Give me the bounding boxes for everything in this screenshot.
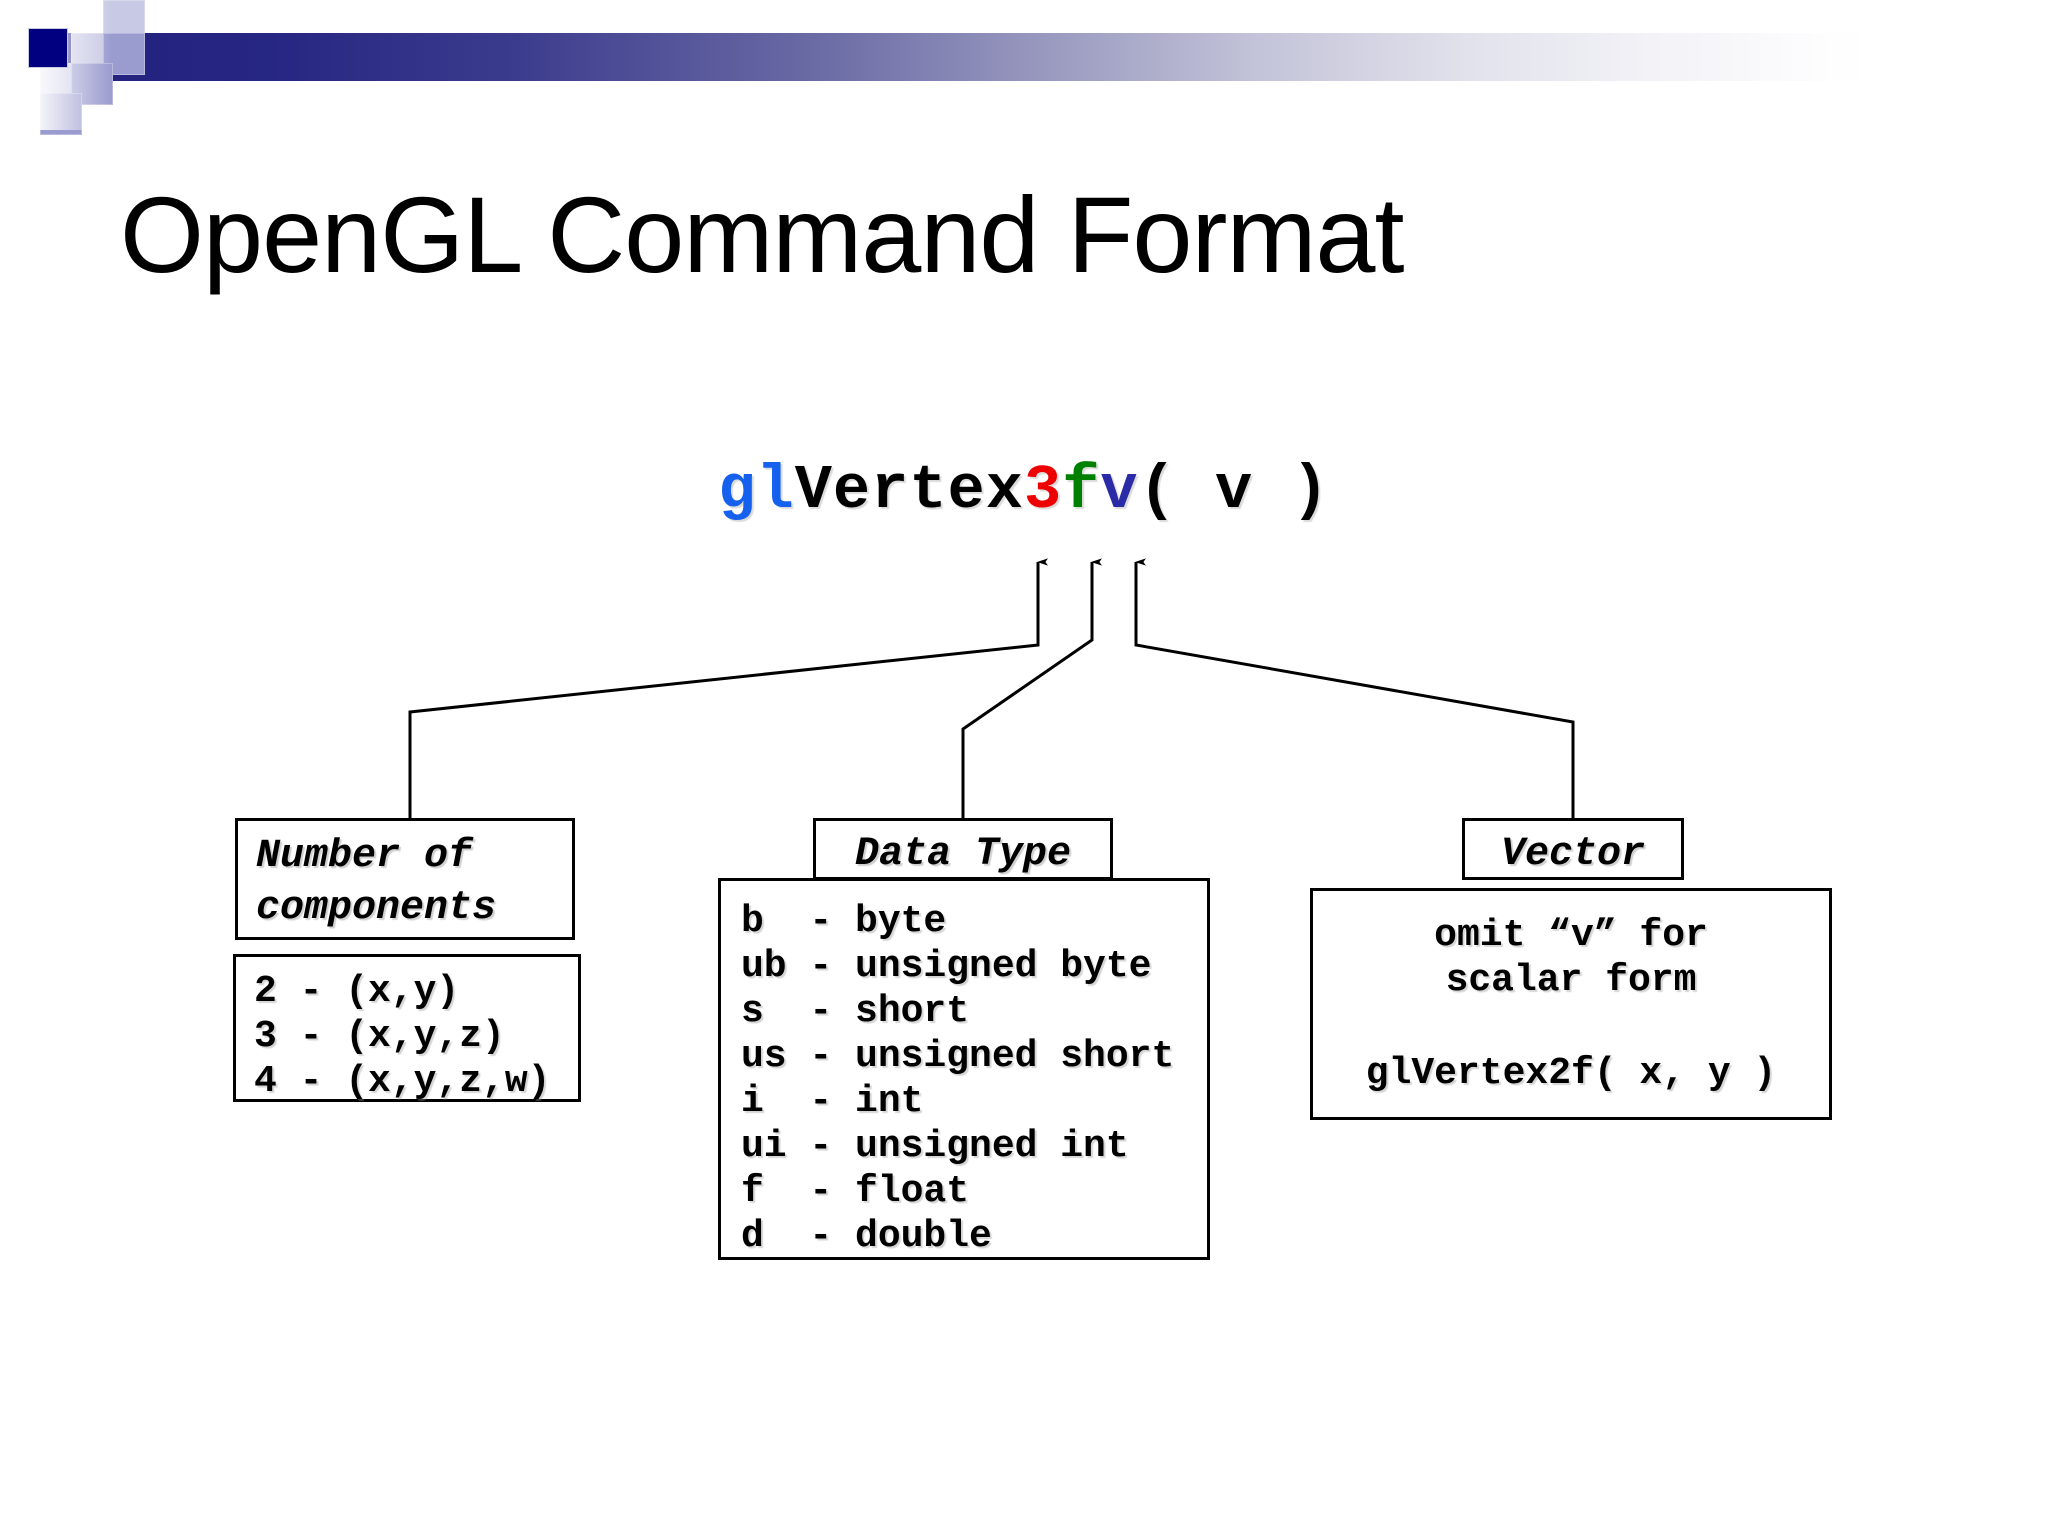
command-vector-suffix: v	[1100, 455, 1139, 526]
header-left-mask	[0, 0, 30, 130]
number-of-components-title-line1: Number of	[256, 834, 473, 879]
panel-header-vector: Vector	[1462, 818, 1684, 880]
command-data-type: f	[1062, 455, 1101, 526]
data-type-row: f - float	[741, 1170, 970, 1213]
data-type-row: ui - unsigned int	[741, 1125, 1129, 1168]
data-type-row: ub - unsigned byte	[741, 945, 1152, 988]
panel-body-data-type: b - byte ub - unsigned byte s - short us…	[718, 878, 1210, 1260]
components-row: 2 - (x,y)	[254, 970, 460, 1013]
components-row: 3 - (x,y,z)	[254, 1015, 505, 1058]
command-prefix-gl: gl	[718, 455, 795, 526]
connector-line-data-type	[961, 558, 1102, 818]
data-type-row: us - unsigned short	[741, 1035, 1175, 1078]
data-type-row: d - double	[741, 1215, 992, 1258]
command-component-count: 3	[1023, 455, 1063, 526]
decoration-square-dark-front	[28, 28, 68, 68]
panel-body-number-of-components: 2 - (x,y) 3 - (x,y,z) 4 - (x,y,z,w)	[233, 954, 581, 1103]
header-decoration	[0, 0, 2048, 135]
vector-title: Vector	[1500, 832, 1646, 877]
header-gradient-bar	[48, 33, 1870, 81]
command-arg-open: (	[1138, 455, 1216, 526]
vector-scalar-example: glVertex2f( x, y )	[1365, 1052, 1777, 1095]
panel-header-number-of-components: Number of components	[235, 818, 575, 940]
opengl-command-signature: glVertex3fv( v )	[0, 455, 2048, 526]
command-arg-close: )	[1253, 455, 1330, 526]
data-type-row: s - short	[741, 990, 970, 1033]
command-arg-value: v	[1215, 455, 1254, 526]
command-name-vertex: Vertex	[794, 455, 1024, 526]
connector-line-components	[408, 558, 1048, 818]
panel-body-vector: omit “v” for scalar form glVertex2f( x, …	[1310, 888, 1832, 1120]
data-type-title: Data Type	[854, 832, 1072, 877]
vector-note-line1: omit “v” for	[1434, 914, 1708, 957]
panel-header-data-type: Data Type	[813, 818, 1113, 880]
data-type-row: i - int	[741, 1080, 924, 1123]
data-type-row: b - byte	[741, 900, 947, 943]
connector-line-vector	[1134, 558, 1575, 818]
components-row: 4 - (x,y,z,w)	[254, 1060, 551, 1103]
vector-note-line2: scalar form	[1445, 959, 1697, 1002]
page-title: OpenGL Command Format	[120, 174, 1404, 295]
number-of-components-title-line2: components	[256, 886, 497, 931]
